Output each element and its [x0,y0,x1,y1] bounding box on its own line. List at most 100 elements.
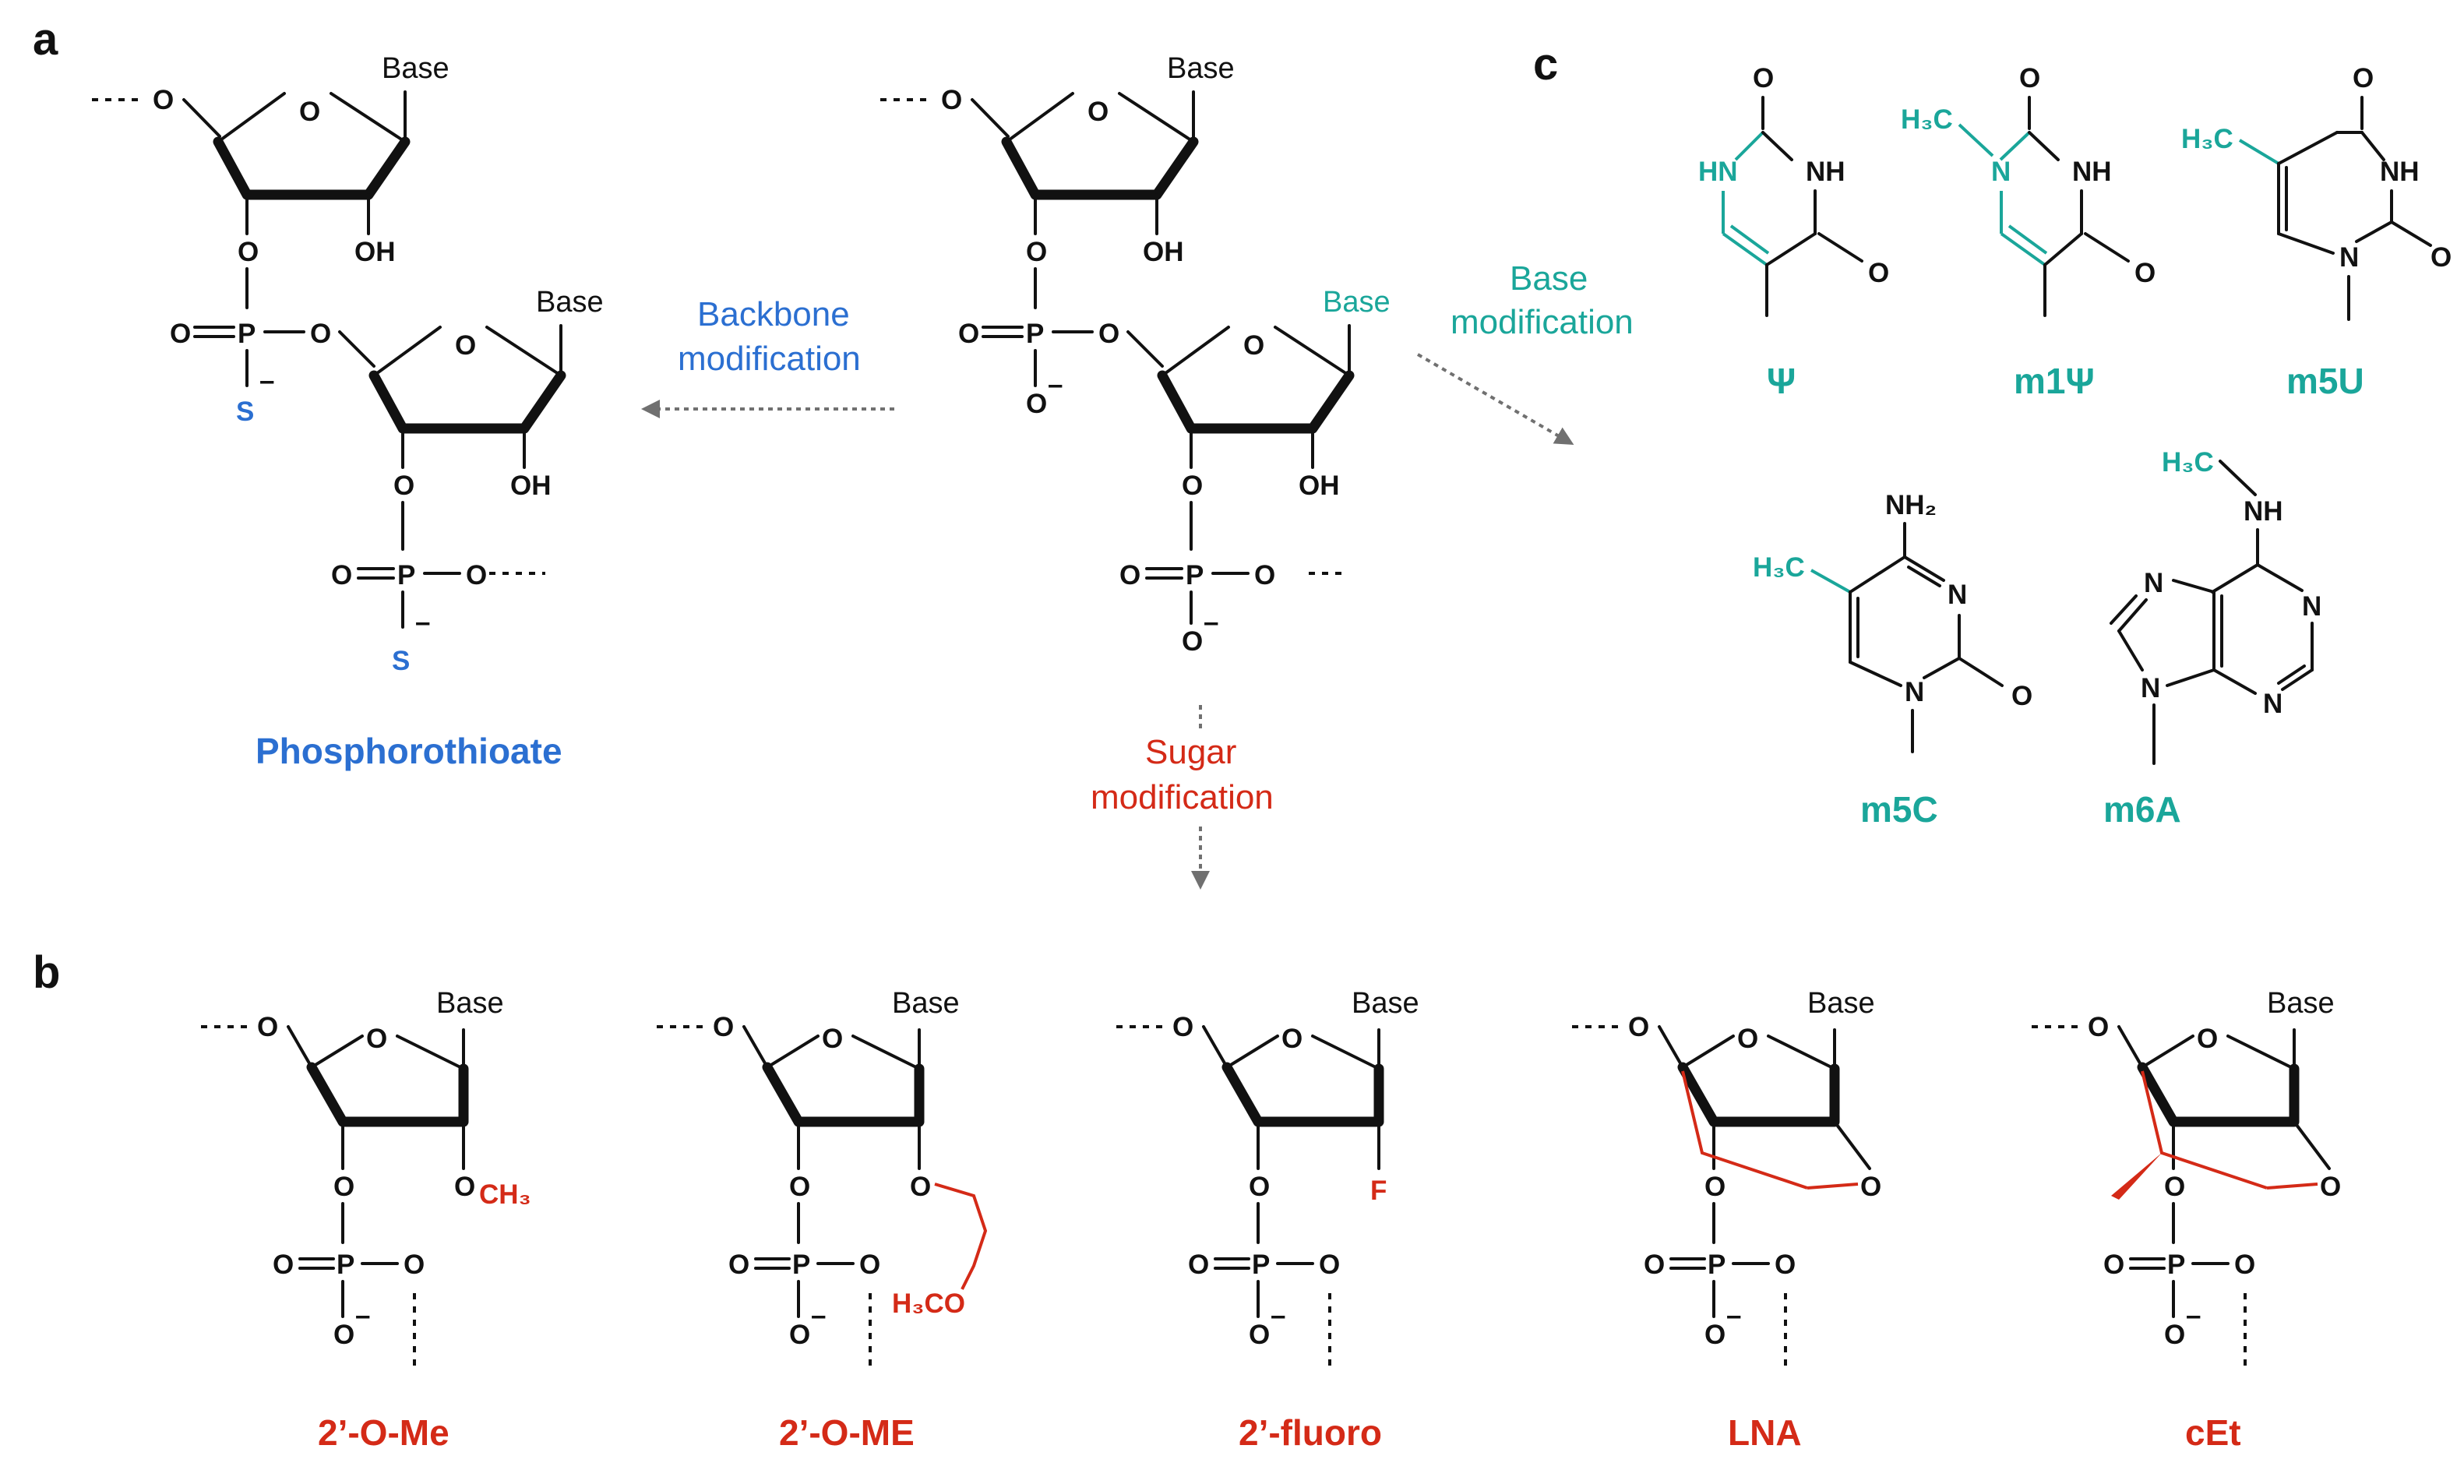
base-label: Base [536,286,604,319]
bridge-bond [1807,1183,1859,1190]
atom-o: O [2234,1250,2255,1280]
atom-o: O [1704,1320,1726,1350]
base-label-teal: Base [1323,286,1391,319]
base-label: Base [1352,987,1419,1020]
base-mod-label-line2: modification [1451,303,1634,341]
sugar-mod-label-line2: modification [1091,778,1274,816]
m6a-structure: H₃C NH N N N N [2110,447,2321,765]
charge-minus: – [1204,607,1218,637]
atom-nh: NH [2380,157,2420,187]
atom-o: O [822,1024,843,1054]
atom-o: O [404,1250,425,1280]
atom-oh: OH [1143,237,1184,267]
bond [1658,1025,1684,1069]
m1psi-caption: m1Ψ [2014,361,2095,401]
atom-f: F [1370,1176,1387,1206]
bond [2226,1035,2296,1070]
atom-o: O [2164,1172,2185,1202]
base-label: Base [436,987,504,1020]
atom-p: P [1252,1250,1270,1280]
atom-o: O [728,1250,749,1280]
panel-a-label: a [33,14,58,65]
bond [742,1025,769,1069]
bond [1311,1035,1380,1070]
atom-o: O [1628,1012,1649,1042]
atom-o: O [1704,1172,1726,1202]
atom-o: O [2164,1320,2185,1350]
atom-o: O [454,1172,475,1202]
bridge-bond [2266,1183,2318,1190]
phosphorothioate-structure: O O Base O OH O P O – S O Base O OH O [92,52,604,676]
backbone-label-line1: Backbone [697,295,850,333]
methylene-bridge [1681,1070,1808,1190]
atom-n: N [2144,568,2163,598]
m5c-structure: NH₂ H₃C N O N [1753,490,2032,753]
bond [1681,1035,1735,1069]
atom-o: O [1026,389,1047,419]
atom-hn: HN [1698,157,1738,187]
atom-p: P [337,1250,354,1280]
atom-o: O [1249,1320,1270,1350]
atom-o: O [1319,1250,1340,1280]
methoxyethyl-chain [934,1183,988,1290]
atom-o: O [310,319,331,349]
atom-o: O [1249,1172,1270,1202]
atom-oh: OH [510,471,552,501]
atom-o: O [466,560,487,590]
bond [2293,1120,2331,1170]
bond [310,1035,364,1069]
atom-o: O [455,330,476,361]
psi-caption: Ψ [1767,361,1796,401]
base-label: Base [2267,987,2335,1020]
atom-h3c: H₃C [2181,124,2233,154]
atom-o: O [366,1024,387,1054]
charge-minus: – [811,1300,826,1331]
atom-nh: NH [1806,157,1845,187]
charge-minus: – [1048,369,1063,400]
atom-h3co: H₃CO [892,1288,965,1319]
atom-o: O [1188,1250,1209,1280]
ethyl-wedge [2111,1153,2162,1200]
bond [287,1025,313,1069]
ring-front-bond [762,1062,925,1127]
base-label: Base [892,987,960,1020]
atom-oh: OH [354,237,396,267]
charge-minus: – [2186,1300,2201,1331]
atom-o: O [2134,258,2156,288]
bond [1767,1035,1836,1070]
atom-o: O [2019,63,2040,93]
atom-o: O [1775,1250,1796,1280]
atom-n: N [1905,677,1924,707]
atom-o: O [1182,471,1203,501]
ring-front-bond [2137,1062,2300,1127]
methylene-bridge [2141,1070,2268,1190]
atom-o: O [1868,258,1889,288]
atom-o: O [1182,626,1203,657]
ring-front-bond [1677,1062,1840,1127]
sugar-mod-label-line1: Sugar [1145,733,1236,771]
atom-o: O [789,1172,810,1202]
atom-nh2: NH₂ [1885,490,1937,520]
atom-p: P [238,319,256,349]
atom-o: O [2011,681,2032,711]
caption-cet: cEt [2185,1412,2241,1453]
atom-o: O [273,1250,294,1280]
atom-o: O [257,1012,278,1042]
base-mod-label-line1: Base [1510,259,1588,298]
atom-o: O [958,319,979,349]
atom-o: O [910,1172,931,1202]
atom-n: N [2263,689,2282,719]
atom-n: N [1991,157,2011,187]
atom-h3c: H₃C [2162,447,2214,478]
atom-o: O [941,85,962,115]
backbone-label-line2: modification [678,340,861,378]
base-label: Base [382,52,449,85]
atom-o: O [1644,1250,1665,1280]
atom-s-thio: S [392,646,410,676]
